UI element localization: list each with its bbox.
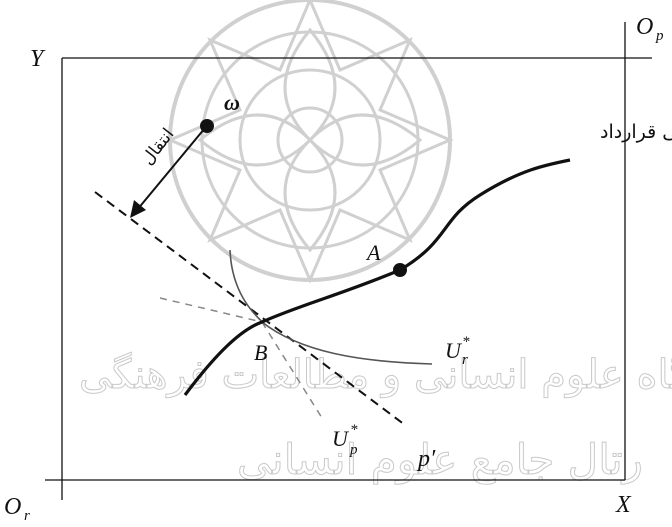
label-up-sup: *	[350, 422, 358, 438]
transfer-arrowhead	[130, 200, 146, 218]
label-a: A	[365, 240, 381, 265]
point-omega	[200, 119, 214, 133]
transfer-arrow-shaft	[136, 127, 206, 211]
price-line	[94, 191, 406, 426]
label-omega: ω	[224, 90, 240, 115]
indifference-curve-ur	[229, 249, 433, 365]
origin-p-sub: p	[655, 28, 664, 44]
watermark-line-1: پژوهشگاه علوم انسانی و مطالعات فرهنگی	[79, 352, 672, 398]
label-ur-main: U	[445, 338, 463, 363]
label-ur-sup: *	[462, 334, 470, 350]
label-ur-sub: r	[462, 352, 468, 368]
label-contract-curve: منحنی قرارداد	[600, 121, 672, 143]
watermark-rosette	[166, 0, 454, 284]
y-axis-label: Y	[30, 46, 46, 72]
origin-p-main: O	[636, 14, 653, 40]
transfer-arrow	[130, 127, 206, 218]
label-p-prime: p′	[416, 446, 436, 472]
label-up-star: U * p	[332, 422, 358, 458]
box-frame	[45, 22, 652, 500]
origin-r-main: O	[4, 494, 21, 520]
label-up-sub: p	[349, 442, 358, 458]
origin-r-label: O r	[4, 494, 30, 524]
point-a	[393, 263, 407, 277]
label-b: B	[254, 340, 267, 365]
x-axis-label: X	[615, 492, 632, 518]
tangent-dash-left	[159, 297, 263, 323]
watermark-line-2: رتال جامع علوم انسانی	[237, 435, 643, 485]
origin-r-sub: r	[24, 508, 30, 524]
label-ur-star: U * r	[445, 334, 470, 368]
tangent-dash-down	[261, 321, 323, 419]
origin-p-label: O p	[636, 14, 664, 44]
label-up-main: U	[332, 426, 350, 451]
